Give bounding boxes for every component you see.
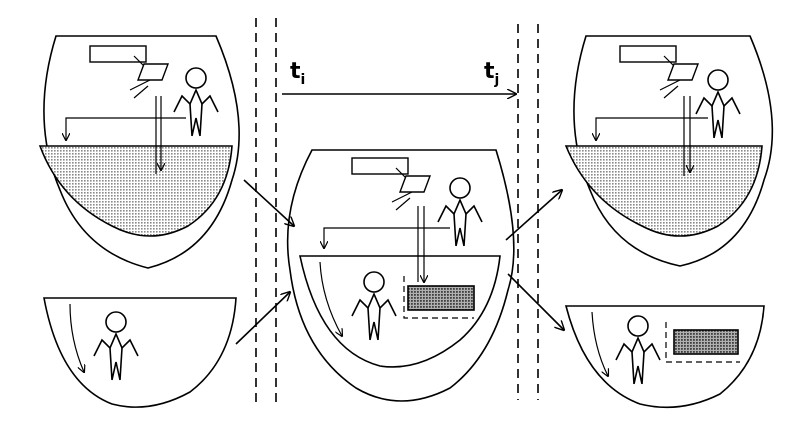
org-left-bottom xyxy=(43,297,237,408)
arrow-center-to-right-bottom xyxy=(507,273,564,330)
org-center xyxy=(286,149,515,402)
divider-right xyxy=(517,24,539,400)
arrow-left-bottom-to-center xyxy=(235,292,290,345)
arrow-center-to-right-top xyxy=(505,190,562,241)
time-label-tj: tj xyxy=(484,59,499,88)
org-left-top xyxy=(38,35,240,269)
divider-left xyxy=(255,18,277,408)
arrow-left-top-to-center xyxy=(243,179,294,226)
org-right-bottom xyxy=(564,305,765,409)
time-label-ti: ti xyxy=(290,59,305,88)
org-right-top xyxy=(564,35,774,267)
